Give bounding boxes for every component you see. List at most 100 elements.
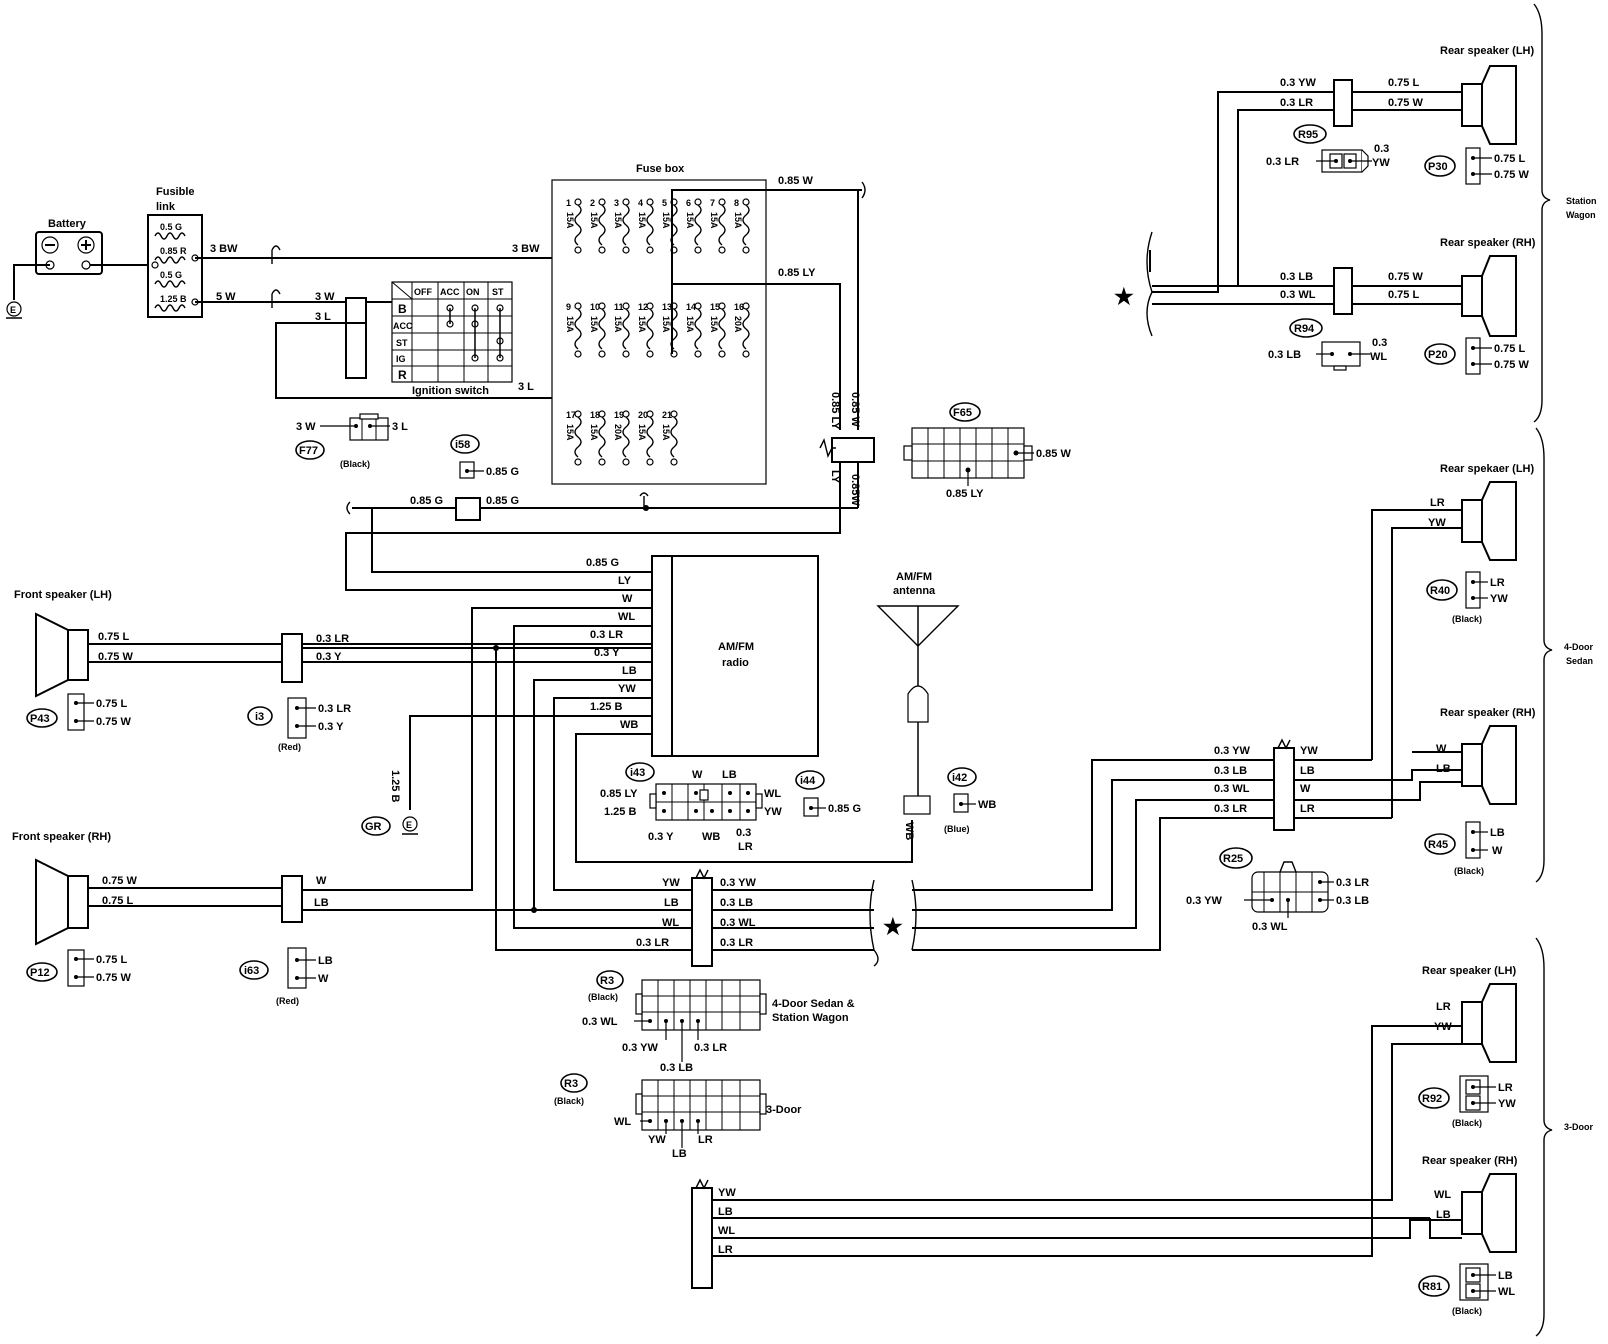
fuse-terminal (622, 198, 630, 206)
ignition-row-label: ACC (393, 321, 413, 331)
sedan-conn-label: 0.3 WL (1214, 783, 1250, 795)
sw-wire: 0.75 L (1388, 77, 1419, 89)
fuse-label: 0.5 G (160, 222, 182, 232)
fuse-terminal (718, 350, 726, 358)
fuse-element (646, 204, 654, 246)
r94-label: 0.3 LB (1268, 349, 1301, 361)
fuse-terminal (598, 458, 606, 466)
front-speaker-rh: Front speaker (RH) 0.75 W 0.75 L W LB P1… (12, 831, 534, 1006)
fuse-terminal (574, 410, 582, 418)
fuse-element (694, 204, 702, 246)
sedan-conn-label: 0.3 LB (1214, 765, 1247, 777)
f77-right-label: 3 L (392, 421, 408, 433)
fuse-number: 12 (638, 302, 648, 312)
fuse-terminal (622, 410, 630, 418)
i43-label: LB (722, 769, 737, 781)
fuse-box-out-w: 0.85 W (778, 175, 813, 187)
fuse-element (574, 204, 582, 246)
p20-label: 0.75 W (1494, 359, 1529, 371)
fuse-group: 115A215A315A415A515A615A715A815A915A1015… (565, 198, 750, 466)
fuse-terminal (646, 246, 654, 254)
radio-pin-label: LY (618, 575, 632, 587)
fuse-element (742, 308, 750, 350)
joint-right-label: 0.3 YW (720, 877, 756, 889)
connector-f65: F65 0.85 W 0.85 LY (903, 402, 1071, 500)
fuse-rating: 15A (589, 316, 599, 333)
p43-label: 0.75 W (96, 716, 131, 728)
wire-label: 3 L (518, 381, 534, 393)
radio-pin-label: YW (618, 683, 636, 695)
wire-label: 3 W (315, 291, 335, 303)
fuse-box: Fuse box 115A215A315A415A515A615A715A815… (551, 163, 767, 485)
fuse-terminal (574, 246, 582, 254)
sw-wire: 0.75 L (1388, 289, 1419, 301)
r81-label: WL (1498, 1286, 1515, 1298)
fuse-number: 5 (662, 198, 667, 208)
front-rh-wire: 0.75 L (102, 895, 133, 907)
i42-color: (Blue) (944, 824, 970, 834)
connector-block (345, 297, 367, 379)
fuse-rating: 15A (685, 316, 695, 333)
radio-pin-label: W (622, 593, 633, 605)
connector-r3-3door: R3 (Black) WL YW LB LR 3-Door (554, 1073, 802, 1160)
fuse-rating: 15A (589, 212, 599, 229)
three-door-wire: WL (1434, 1189, 1451, 1201)
fuse-rating: 15A (565, 316, 575, 333)
front-rh-title: Front speaker (RH) (12, 831, 111, 843)
r95-id: R95 (1298, 129, 1318, 141)
i44-id: i44 (800, 775, 816, 787)
radio-pin-label: WL (618, 611, 635, 623)
fuse-rating: 15A (637, 316, 647, 333)
fuse-terminal (646, 302, 654, 310)
three-door-wire: LB (1436, 1209, 1451, 1221)
r3b-label: LR (698, 1134, 713, 1146)
fuse-element (622, 416, 630, 458)
ignition-switch-title: Ignition switch (412, 385, 489, 397)
sedan-lh-title: Rear spekaer (LH) (1440, 463, 1534, 475)
fuse-terminal (646, 458, 654, 466)
r25-label: 0.3 YW (1186, 895, 1222, 907)
front-rh-conn: W (316, 875, 327, 887)
fuse-terminal (694, 350, 702, 358)
i63-label: W (318, 973, 329, 985)
antenna-title: AM/FM (896, 571, 932, 583)
fuse-rating: 15A (733, 212, 743, 229)
sedan-wire: W (1436, 743, 1447, 755)
r25-id: R25 (1223, 853, 1243, 865)
fuse-element (742, 204, 750, 246)
p12-label: 0.75 W (96, 972, 131, 984)
fuse-terminal (622, 246, 630, 254)
wire-label: 5 W (216, 291, 236, 303)
r92-label: YW (1498, 1098, 1516, 1110)
r81-label: LB (1498, 1270, 1513, 1282)
fuse-element (598, 308, 606, 350)
fusible-link-title: Fusible (156, 186, 195, 198)
fuse-terminal (742, 350, 750, 358)
bottom-connector: YW LB WL LR (691, 1178, 736, 1289)
r3b-label: WL (614, 1116, 631, 1128)
star-marker: ★ (883, 914, 903, 939)
i58-wire: 0.85 G (486, 466, 519, 478)
sedan-conn-label: LB (1300, 765, 1315, 777)
fuse-terminal (598, 410, 606, 418)
r94-label: WL (1370, 351, 1387, 363)
fuse-element (694, 308, 702, 350)
fuse-element (574, 416, 582, 458)
sedan-wire: LR (1430, 497, 1445, 509)
sw-wire: 0.3 LB (1280, 271, 1313, 283)
connector-f77: 3 W 3 L F77 (Black) (295, 413, 408, 469)
p43-label: 0.75 L (96, 698, 127, 710)
fuse-rating: 15A (637, 424, 647, 441)
bottom-wire-label: LB (718, 1206, 733, 1218)
ground-symbol-battery: E (6, 301, 22, 319)
fuse-number: 9 (566, 302, 571, 312)
joint-right-label: 0.3 LB (720, 897, 753, 909)
sw-wire: 0.75 W (1388, 271, 1423, 283)
fuse-terminal (622, 350, 630, 358)
joint-left-label: LB (664, 897, 679, 909)
ignition-row-label: B (398, 302, 407, 316)
fuse-rating: 15A (685, 212, 695, 229)
r40-label: LR (1490, 577, 1505, 589)
r3b-label: LB (672, 1148, 687, 1160)
r95-label: 0.3 LR (1266, 156, 1299, 168)
